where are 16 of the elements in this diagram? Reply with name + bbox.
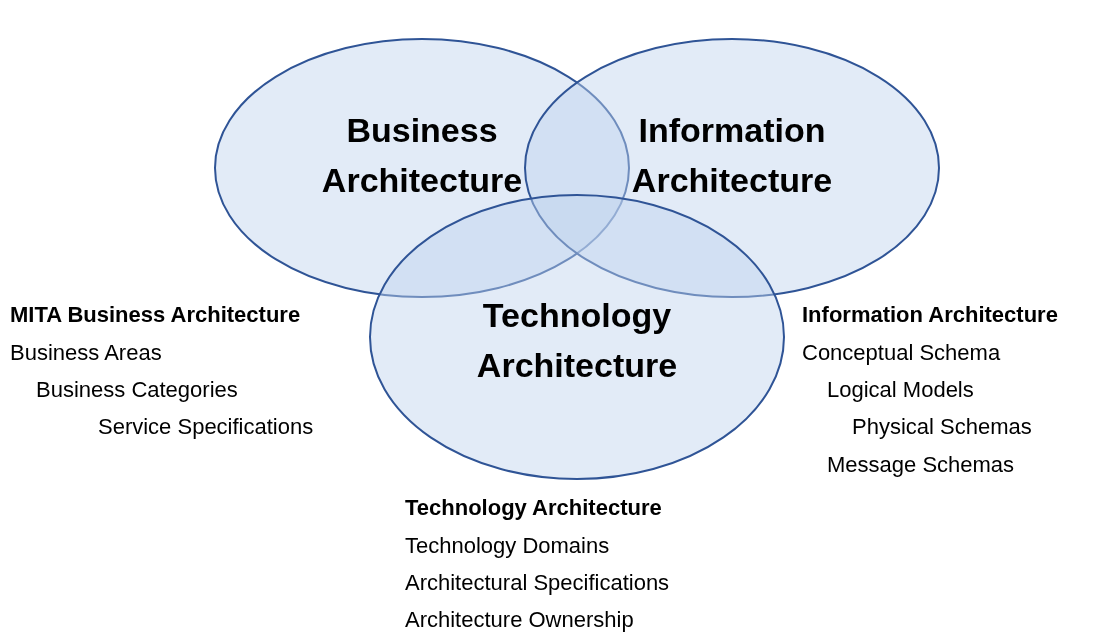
circle-title: Information Architecture (630, 110, 834, 201)
list-item: Business Categories (36, 377, 238, 403)
list-heading: Technology Architecture (405, 495, 662, 521)
circle-title: Business Architecture (320, 110, 524, 201)
circle-title: Technology Architecture (475, 295, 679, 386)
list-item: Physical Schemas (852, 414, 1032, 440)
list-item: Architecture Ownership (405, 607, 634, 632)
list-item: Conceptual Schema (802, 340, 1001, 366)
list-heading: MITA Business Architecture (10, 302, 301, 328)
list-heading: Information Architecture (802, 302, 1058, 328)
list-item: Business Areas (10, 340, 162, 366)
list-item: Architectural Specifications (405, 570, 670, 596)
list-item: Service Specifications (98, 414, 314, 440)
list-item: Message Schemas (827, 452, 1015, 478)
list-item: Technology Domains (405, 533, 610, 559)
list-item: Logical Models (827, 377, 974, 403)
